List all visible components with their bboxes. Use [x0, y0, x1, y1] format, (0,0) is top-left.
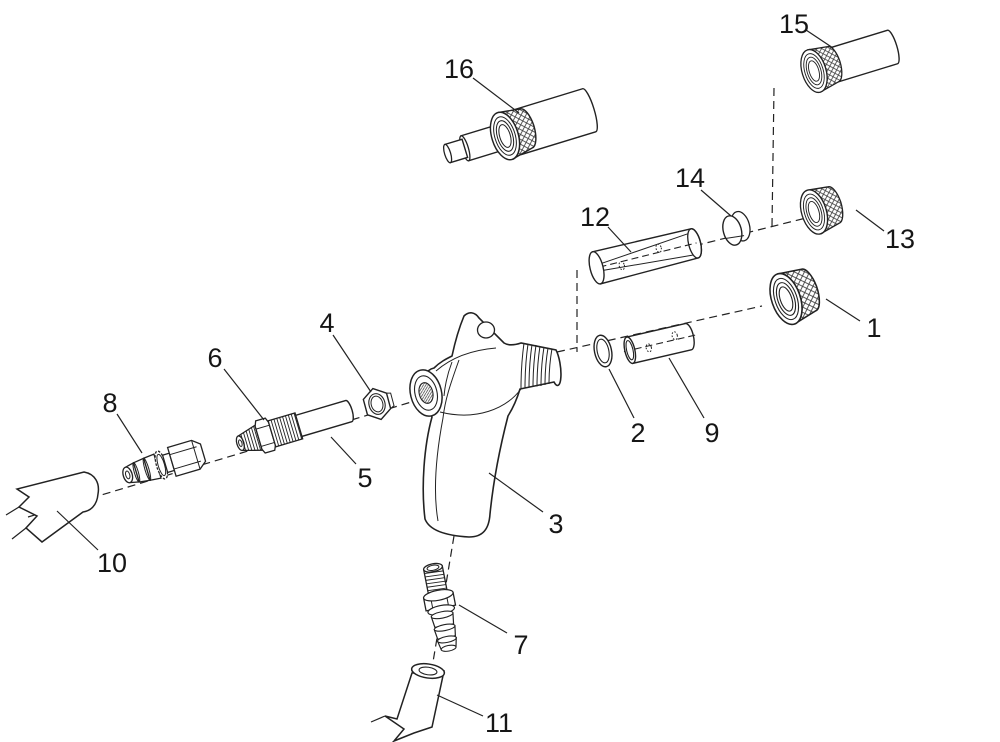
leader-line-14 — [700, 189, 732, 217]
part-label-1: 1 — [866, 313, 881, 343]
part-label-7: 7 — [513, 630, 528, 660]
part-label-13: 13 — [885, 224, 915, 254]
part-16-hose-coupling — [442, 88, 598, 165]
part-label-11: 11 — [485, 708, 513, 738]
part-7-barbed-fitting — [422, 562, 457, 652]
part-label-9: 9 — [704, 418, 719, 448]
part-6-threaded-fitting — [235, 412, 304, 454]
part-9-sleeve — [623, 322, 697, 365]
part-1-knurled-cap — [763, 262, 827, 330]
threaded-inlet-hole — [418, 382, 434, 404]
part-8-barb-adapter — [122, 439, 207, 484]
part-label-15: 15 — [779, 9, 809, 39]
leader-line-5 — [330, 436, 357, 465]
leader-line-6 — [223, 368, 265, 421]
part-14-seal-disc — [722, 210, 751, 246]
part-2-o-ring — [593, 334, 613, 368]
part-label-2: 2 — [630, 418, 645, 448]
part-label-5: 5 — [357, 463, 372, 493]
axis-vertical-part15 — [771, 87, 775, 227]
leader-line-1 — [825, 298, 861, 322]
hanger-hole — [476, 321, 496, 339]
leader-line-11 — [436, 694, 484, 717]
part-label-3: 3 — [548, 509, 563, 539]
leader-line-8 — [116, 413, 143, 454]
part-label-8: 8 — [102, 388, 117, 418]
leader-line-16 — [472, 77, 520, 114]
part-10-hose — [5, 471, 100, 543]
part-11-hose-tube — [370, 662, 446, 742]
leader-line-3 — [488, 472, 544, 513]
part-13-knurled-cap — [794, 181, 849, 239]
leader-line-2 — [608, 368, 635, 419]
part-label-12: 12 — [580, 202, 610, 232]
leader-line-7 — [458, 604, 508, 634]
part-labels: 1 2 3 4 5 6 7 8 9 10 11 12 13 14 15 16 — [97, 9, 915, 738]
body-detail-lines — [435, 347, 522, 522]
nozzle-threads — [520, 342, 553, 389]
leader-line-13 — [855, 209, 885, 232]
part-label-16: 16 — [444, 54, 474, 84]
leader-line-15 — [805, 29, 834, 49]
part-15-knurled-nut-hose — [795, 29, 900, 97]
leader-line-12 — [607, 226, 632, 253]
part-label-10: 10 — [97, 548, 127, 578]
part-label-6: 6 — [207, 343, 222, 373]
leader-line-4 — [332, 334, 372, 393]
leader-line-9 — [668, 357, 705, 419]
part-label-4: 4 — [319, 308, 334, 338]
part-12-barrel-tube — [588, 228, 703, 285]
leader-lines — [56, 29, 885, 717]
inlet-boss — [409, 369, 443, 417]
part-4-hex-nut — [362, 387, 395, 421]
part-3-gun-body — [409, 312, 562, 538]
leader-line-10 — [56, 510, 99, 551]
part-label-14: 14 — [675, 163, 705, 193]
part-5-tube — [292, 399, 354, 438]
